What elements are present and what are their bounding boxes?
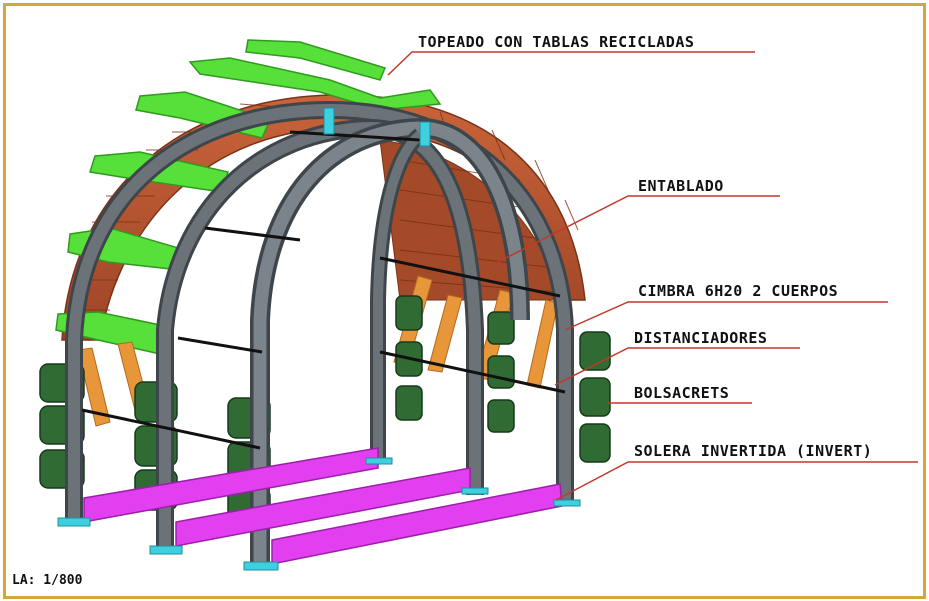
label-entablado: ENTABLADO (638, 177, 724, 195)
leader-lines (387, 51, 918, 501)
label-distanciadores: DISTANCIADORES (634, 329, 767, 347)
base-plates (57, 457, 581, 571)
label-bolsacrets: BOLSACRETS (634, 384, 729, 402)
scale-label: LA: 1/800 (12, 573, 83, 588)
label-topeado: TOPEADO CON TABLAS RECICLADAS (418, 33, 694, 51)
crown-connectors (323, 107, 431, 147)
label-cimbra: CIMBRA 6H20 2 CUERPOS (638, 282, 838, 300)
tie-rods (81, 130, 566, 450)
solera-invert-beams (83, 447, 563, 565)
label-solera: SOLERA INVERTIDA (INVERT) (634, 442, 872, 460)
